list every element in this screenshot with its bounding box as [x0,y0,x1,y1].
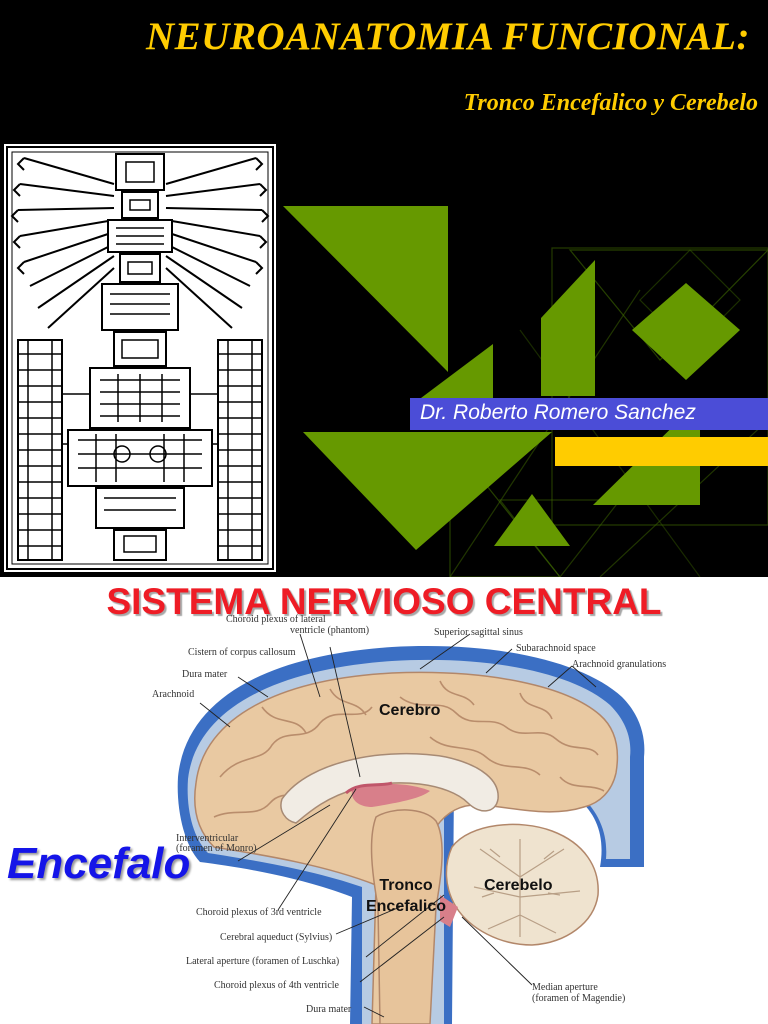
andean-staff-god-artwork [4,144,276,572]
annotation-dura-bottom: Dura mater [306,1004,352,1015]
region-label-tronco: Tronco Encefalico [356,875,456,917]
annotation-subarachnoid: Subarachnoid space [516,643,596,654]
annotation-granulations: Arachnoid granulations [572,659,667,670]
annotation-ventricle-phantom: ventricle (phantom) [290,625,370,636]
author-name: Dr. Roberto Romero Sanchez [420,401,696,424]
annotation-interventricular-1: Interventricular [176,833,239,844]
annotation-dura-top: Dura mater [182,669,228,680]
region-label-cerebro: Cerebro [379,702,441,719]
slide-title: SISTEMA NERVIOSO CENTRAL [106,581,662,622]
decorative-green-shapes [283,206,768,577]
slide-subtitle: Tronco Encefalico y Cerebelo [463,90,758,116]
region-label-cerebelo: Cerebelo [484,877,553,894]
annotation-median-aperture-1: Median aperture [532,982,598,993]
annotation-interventricular-2: (foramen of Monro) [176,843,257,854]
author-banner: Dr. Roberto Romero Sanchez [410,398,768,430]
annotation-choroid-4th: Choroid plexus of 4th ventricle [214,980,339,991]
slide-title: NEUROANATOMIA FUNCIONAL: [146,15,750,58]
annotation-cistern: Cistern of corpus callosum [188,647,296,658]
brain-sagittal-illustration [177,633,645,1024]
side-label-encefalo: Encefalo [7,839,191,888]
title-slide: NEUROANATOMIA FUNCIONAL: Tronco Encefali… [0,0,768,577]
annotation-choroid-3rd: Choroid plexus of 3rd ventricle [196,907,322,918]
annotation-median-aperture-2: (foramen of Magendie) [532,993,626,1004]
annotation-sagittal-sinus: Superior sagittal sinus [434,627,523,638]
accent-bar [555,437,768,466]
annotation-aqueduct: Cerebral aqueduct (Sylvius) [220,932,333,943]
content-slide: SISTEMA NERVIOSO CENTRAL Choroid plexus … [0,577,768,1024]
region-label-tronco-line1: Tronco [379,877,433,894]
annotation-choroid-lateral: Choroid plexus of lateral [226,614,326,625]
annotation-arachnoid: Arachnoid [152,689,195,700]
annotation-lateral-aperture: Lateral aperture (foramen of Luschka) [186,956,340,967]
region-label-tronco-line2: Encefalico [365,898,447,915]
